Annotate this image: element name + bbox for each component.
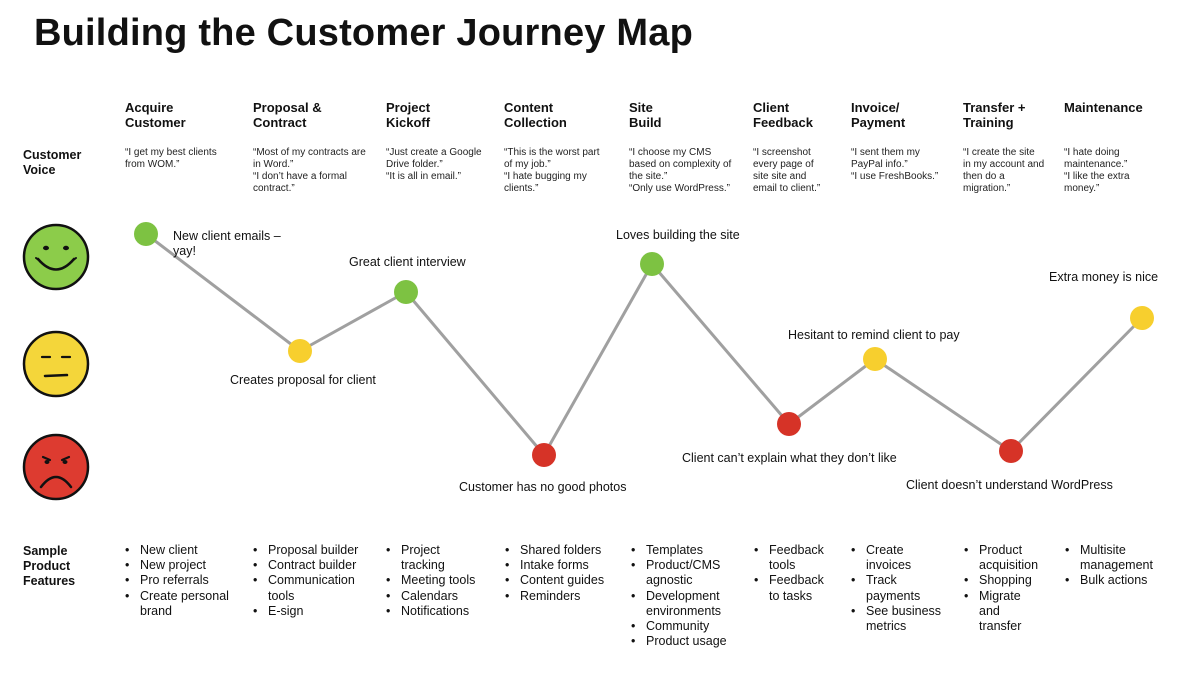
voice-quote-transfer: “I create the site in my account and the… [963, 147, 1045, 194]
feature-item: Development environments [630, 589, 727, 619]
feature-item: Intake forms [504, 558, 604, 573]
feature-item: Meeting tools [385, 573, 475, 588]
voice-quote-proposal: “Most of my contracts are in Word.” “I d… [253, 147, 366, 194]
voice-quote-invoice: “I sent them my PayPal info.” “I use Fre… [851, 147, 939, 182]
feature-item: Shopping [963, 573, 1038, 588]
feature-item: E-sign [252, 604, 358, 619]
feature-item: Calendars [385, 589, 475, 604]
feature-item: See business metrics [850, 604, 941, 634]
voice-quote-feedback: “I screenshot every page of site site an… [753, 147, 821, 194]
customer-voice-label: Customer Voice [23, 148, 82, 177]
feature-item: Multisite management [1064, 543, 1153, 573]
feature-list-content: Shared foldersIntake formsContent guides… [504, 543, 604, 604]
feature-item: Notifications [385, 604, 475, 619]
stage-proposal-contract: Proposal & Contract [253, 100, 322, 130]
feature-item: New client [124, 543, 229, 558]
feature-list-transfer: Product acquisitionShoppingMigrate and t… [963, 543, 1038, 634]
moment-label-hesitant-pay: Hesitant to remind client to pay [788, 328, 960, 342]
stage-invoice-payment: Invoice/ Payment [851, 100, 906, 130]
feature-item: Shared folders [504, 543, 604, 558]
feature-item: Pro referrals [124, 573, 229, 588]
feature-item: Templates [630, 543, 727, 558]
journey-dot-neutral [1130, 306, 1154, 330]
moment-label-no-photos: Customer has no good photos [459, 480, 627, 494]
feature-item: New project [124, 558, 229, 573]
voice-quote-content: “This is the worst part of my job.” “I h… [504, 147, 600, 194]
voice-quote-site-build: “I choose my CMS based on complexity of … [629, 147, 732, 194]
frowning-face-icon [22, 433, 90, 501]
feature-item: Bulk actions [1064, 573, 1153, 588]
stage-client-feedback: Client Feedback [753, 100, 813, 130]
feature-item: Feedback to tasks [753, 573, 824, 603]
stage-content-collection: Content Collection [504, 100, 567, 130]
journey-dot-sad [999, 439, 1023, 463]
feature-item: Communication tools [252, 573, 358, 603]
stage-maintenance: Maintenance [1064, 100, 1143, 115]
journey-dot-neutral [863, 347, 887, 371]
feature-item: Content guides [504, 573, 604, 588]
journey-dot-happy [394, 280, 418, 304]
journey-dot-sad [532, 443, 556, 467]
feature-item: Contract builder [252, 558, 358, 573]
feature-list-kickoff: Project trackingMeeting toolsCalendarsNo… [385, 543, 475, 619]
journey-dot-neutral [288, 339, 312, 363]
voice-quote-maintenance: “I hate doing maintenance.” “I like the … [1064, 147, 1130, 194]
feature-list-feedback: Feedback toolsFeedback to tasks [753, 543, 824, 604]
smiley-face-icon [22, 223, 90, 291]
stage-transfer-training: Transfer + Training [963, 100, 1026, 130]
moment-label-cant-explain: Client can’t explain what they don’t lik… [682, 451, 897, 465]
feature-item: Track payments [850, 573, 941, 603]
stage-project-kickoff: Project Kickoff [386, 100, 431, 130]
moment-label-creates-proposal: Creates proposal for client [230, 373, 376, 387]
feature-item: Feedback tools [753, 543, 824, 573]
feature-list-maintenance: Multisite managementBulk actions [1064, 543, 1153, 589]
feature-item: Migrate and transfer [963, 589, 1038, 635]
stage-site-build: Site Build [629, 100, 662, 130]
feature-item: Create personal brand [124, 589, 229, 619]
voice-quote-acquire: “I get my best clients from WOM.” [125, 147, 217, 170]
feature-list-proposal: Proposal builderContract builderCommunic… [252, 543, 358, 619]
moment-label-extra-money: Extra money is nice [1049, 270, 1159, 284]
feature-item: Product acquisition [963, 543, 1038, 573]
stage-acquire-customer: Acquire Customer [125, 100, 186, 130]
feature-item: Product/CMS agnostic [630, 558, 727, 588]
feature-item: Proposal builder [252, 543, 358, 558]
moment-label-client-interview: Great client interview [349, 255, 466, 269]
feature-list-site-build: TemplatesProduct/CMS agnosticDevelopment… [630, 543, 727, 650]
voice-quote-kickoff: “Just create a Google Drive folder.” “It… [386, 147, 482, 182]
moment-label-wordpress: Client doesn’t understand WordPress [906, 478, 1113, 492]
feature-item: Reminders [504, 589, 604, 604]
feature-item: Create invoices [850, 543, 941, 573]
moment-label-loves-building: Loves building the site [616, 228, 740, 242]
moment-label-new-client: New client emails – yay! [173, 229, 281, 258]
page-title: Building the Customer Journey Map [34, 12, 693, 54]
journey-dot-sad [777, 412, 801, 436]
neutral-face-icon [22, 330, 90, 398]
feature-list-invoice: Create invoicesTrack paymentsSee busines… [850, 543, 941, 634]
journey-dot-happy [640, 252, 664, 276]
journey-dot-happy [134, 222, 158, 246]
product-features-label: Sample Product Features [23, 544, 76, 588]
feature-item: Product usage [630, 634, 727, 649]
feature-item: Community [630, 619, 727, 634]
feature-item: Project tracking [385, 543, 475, 573]
feature-list-acquire: New clientNew projectPro referralsCreate… [124, 543, 229, 619]
